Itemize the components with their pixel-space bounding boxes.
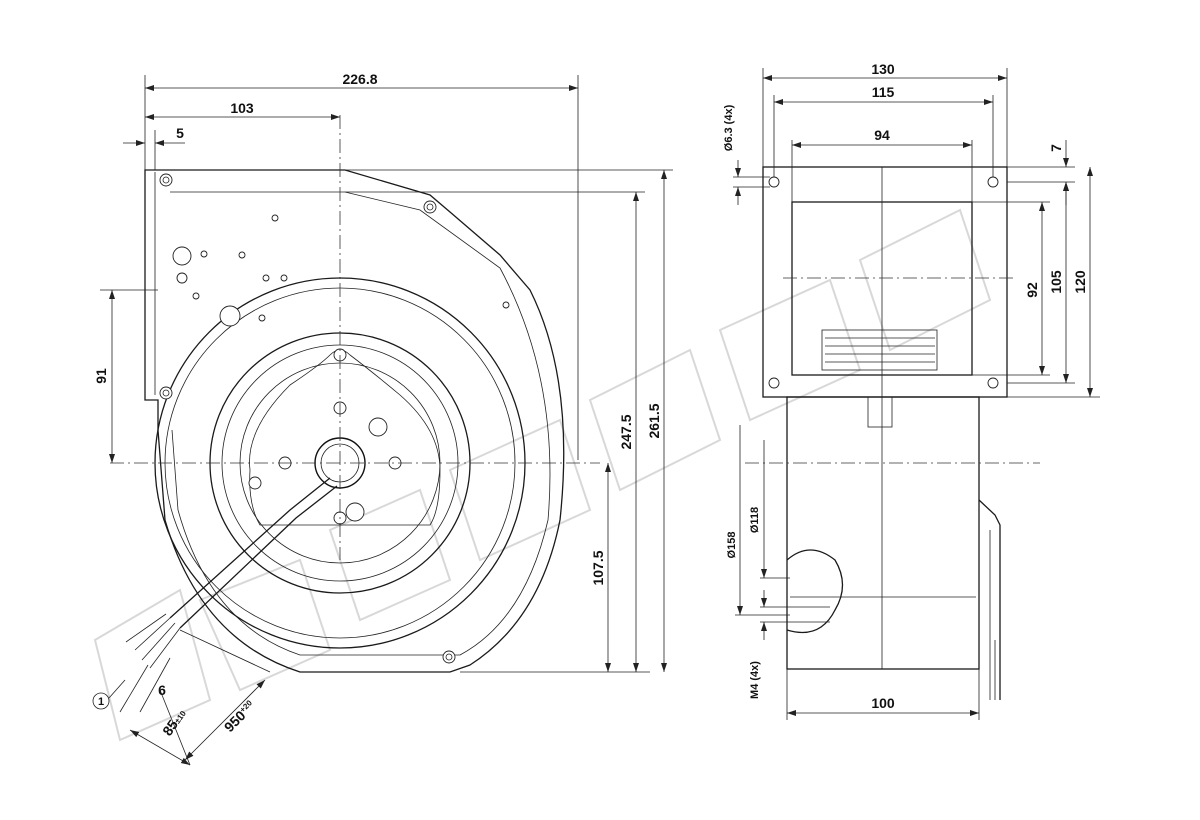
dim-103: 103 [230, 100, 254, 116]
dim-261-5: 261.5 [646, 403, 662, 438]
dim-115: 115 [872, 84, 895, 100]
dim-5: 5 [176, 125, 184, 141]
front-dimensions: 226.8 103 5 91 107.5 247.5 261.5 6 85±10 [92, 71, 673, 766]
mounting-flange [144, 169, 565, 673]
side-dimensions: 130 115 94 7 Ø6.3 (4x) 92 105 12 [723, 61, 1100, 720]
dim-92: 92 [1024, 282, 1040, 298]
side-view [745, 166, 1040, 700]
callout-circle-1 [92, 692, 110, 710]
plate-holes [172, 214, 510, 327]
motor-housing [786, 396, 980, 670]
dim-118: Ø118 [749, 507, 761, 533]
power-cable [125, 477, 338, 669]
dim-94: 94 [874, 127, 890, 143]
side-cable [978, 499, 1001, 700]
impeller-blades [825, 337, 935, 363]
watermark-logo [93, 208, 992, 742]
dim-m4: M4 (4x) [749, 661, 761, 699]
dim-158: Ø158 [726, 532, 738, 559]
dim-7: 7 [1048, 144, 1064, 152]
front-view [110, 115, 600, 673]
cable-dim-950: 950+20 [221, 697, 259, 735]
dim-247-5: 247.5 [618, 414, 634, 449]
dim-hole-dia: Ø6.3 (4x) [723, 104, 735, 151]
dim-100: 100 [871, 695, 895, 711]
dim-91: 91 [93, 368, 109, 384]
dim-120: 120 [1072, 270, 1088, 294]
screw-icon [248, 348, 402, 525]
callout-1: 1 [98, 696, 104, 708]
dim-105: 105 [1048, 270, 1064, 294]
dim-130: 130 [871, 61, 895, 77]
dim-226-8: 226.8 [342, 71, 377, 87]
cable-dim-6: 6 [158, 682, 166, 698]
mounting-eyelets [159, 173, 456, 664]
dim-107-5: 107.5 [590, 550, 606, 585]
